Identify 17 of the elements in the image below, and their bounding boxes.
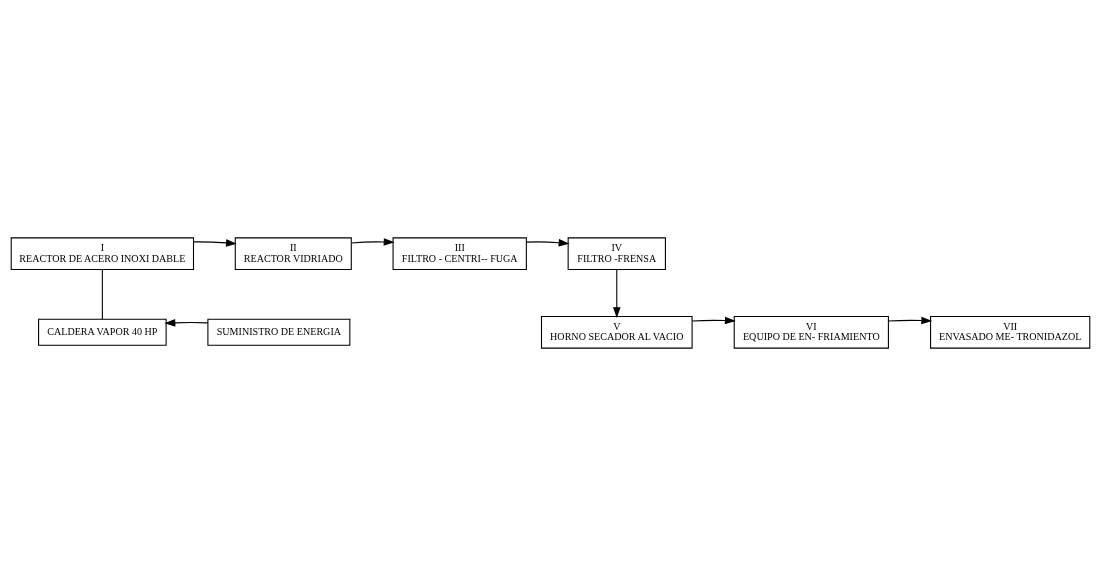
- arrow: [613, 269, 621, 318]
- node-box: CALDERA VAPOR 40 HP: [38, 318, 167, 346]
- node-box: SUMINISTRO DE ENERGIA: [207, 318, 351, 346]
- arrow: [350, 238, 395, 246]
- arrow: [887, 316, 933, 325]
- node-box: III FILTRO - CENTRI-- FUGA: [392, 237, 527, 271]
- node-box: I REACTOR DE ACERO INOXI DABLE: [10, 237, 195, 271]
- node-box: VI EQUIPO DE EN- FRIAMIENTO: [733, 315, 889, 349]
- arrow: [164, 319, 209, 327]
- node-box: VII ENVASADO ME- TRONIDAZOL: [930, 315, 1091, 349]
- node-box: II REACTOR VIDRIADO: [234, 237, 352, 271]
- arrow: [691, 316, 736, 325]
- arrow: [526, 238, 570, 247]
- connector: [101, 269, 103, 320]
- arrow: [193, 239, 237, 247]
- node-box: V HORNO SECADOR AL VACIO: [540, 315, 693, 349]
- node-box: IV FILTRO -FRENSA: [567, 237, 666, 271]
